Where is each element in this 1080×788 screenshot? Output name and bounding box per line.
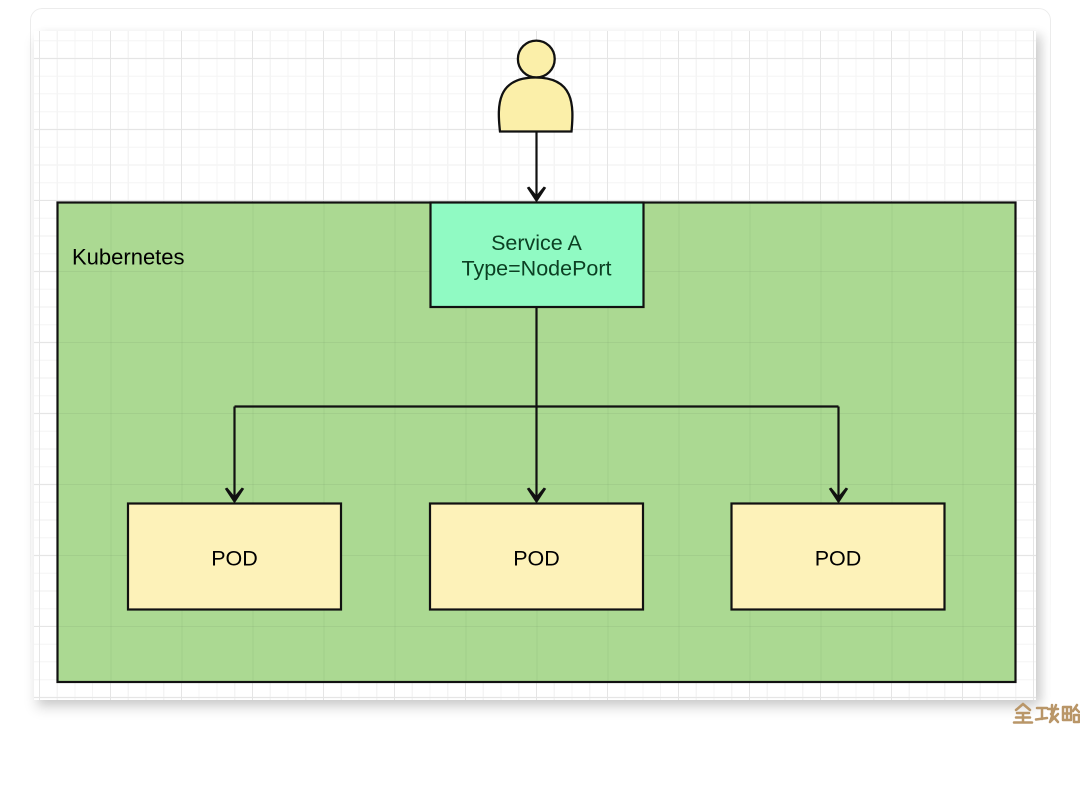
svg-text:Service A: Service A bbox=[491, 231, 582, 255]
svg-text:Kubernetes: Kubernetes bbox=[72, 245, 185, 270]
svg-text:Type=NodePort: Type=NodePort bbox=[462, 257, 612, 281]
svg-text:POD: POD bbox=[211, 547, 258, 571]
svg-text:POD: POD bbox=[513, 547, 560, 571]
svg-text:POD: POD bbox=[815, 547, 862, 571]
